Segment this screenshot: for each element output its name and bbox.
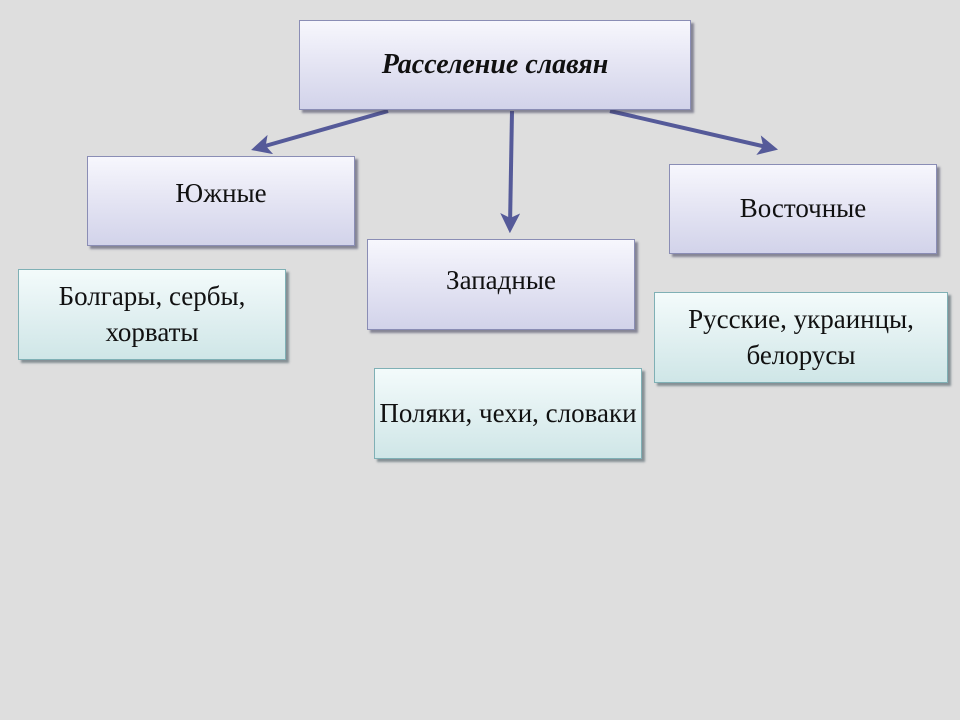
west-slavs-peoples-text: Поляки, чехи, словаки xyxy=(379,397,637,428)
east-slavs-peoples-box: Русские, украинцы, белорусы xyxy=(654,292,948,383)
east-slavs-peoples-text: Русские, украинцы, белорусы xyxy=(688,304,914,370)
arrow-to-south xyxy=(251,109,389,155)
arrow-to-east xyxy=(609,109,779,155)
south-slavs-peoples-box: Болгары, сербы, хорваты xyxy=(18,269,286,360)
root-label: Расселение славян xyxy=(381,48,609,80)
west-slavs-peoples-box: Поляки, чехи, словаки xyxy=(374,368,642,459)
root-node: Расселение славян xyxy=(299,20,691,110)
west-slavs-node: Западные xyxy=(367,239,635,330)
west-slavs-label: Западные xyxy=(446,264,556,295)
east-slavs-label: Восточные xyxy=(739,193,867,224)
south-slavs-peoples-text: Болгары, сербы, хорваты xyxy=(58,281,246,347)
south-slavs-label: Южные xyxy=(175,178,267,209)
east-slavs-node: Восточные xyxy=(669,164,937,254)
arrow-to-west xyxy=(500,110,521,234)
south-slavs-node: Южные xyxy=(87,156,355,246)
